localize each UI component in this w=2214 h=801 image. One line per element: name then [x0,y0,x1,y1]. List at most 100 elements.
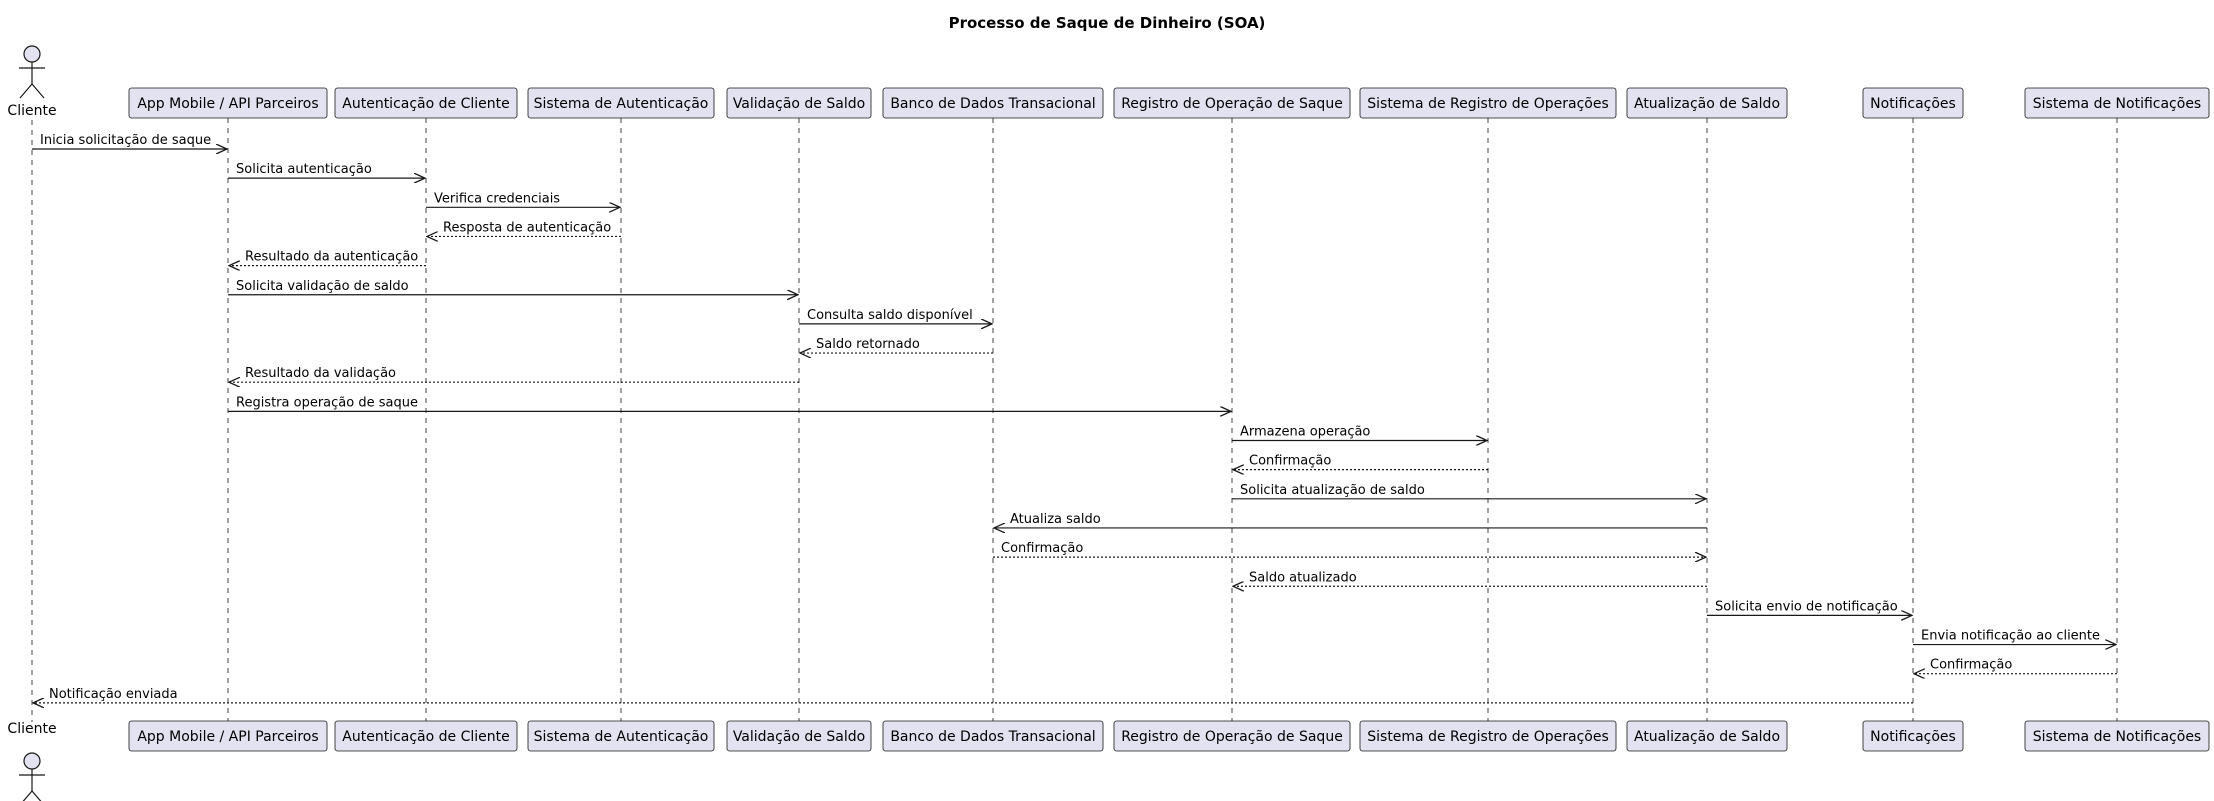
participant-label: Sistema de Autenticação [534,729,709,745]
participant-bd-top: Banco de Dados Transacional [882,87,1104,119]
participant-label: App Mobile / API Parceiros [137,729,318,745]
participant-bd-bottom: Banco de Dados Transacional [882,720,1104,752]
participant-sisaut-top: Sistema de Autenticação [527,87,715,119]
message-12: Confirmação [1233,454,1488,470]
actor-head [23,752,41,770]
message-2: Solicita autenticação [228,162,425,178]
actor-leg-left [19,83,33,99]
participant-autcli-top: Autenticação de Cliente [334,87,518,119]
message-label: Resultado da autenticação [245,250,418,265]
participant-label: Sistema de Registro de Operações [1367,96,1609,112]
actor-leg-right [31,83,45,99]
participant-label: Notificações [1870,729,1956,745]
participant-regop-top: Registro de Operação de Saque [1113,87,1351,119]
message-20: Notificação enviada [33,687,1913,703]
message-7: Consulta saldo disponível [799,308,992,324]
actor-cliente-bottom: Cliente [7,721,57,801]
message-18: Envia notificação ao cliente [1913,629,2116,645]
participant-box [882,87,1104,119]
participant-box [1862,720,1964,752]
participant-box [128,720,328,752]
message-label: Verifica credenciais [434,191,560,206]
participant-regop-bottom: Registro de Operação de Saque [1113,720,1351,752]
participant-app-top: App Mobile / API Parceiros [128,87,328,119]
actor-label: Cliente [7,721,56,737]
diagram-title: Processo de Saque de Dinheiro (SOA) [949,14,1266,32]
message-label: Envia notificação ao cliente [1921,629,2100,644]
participant-box [1626,87,1788,119]
message-1: Inicia solicitação de saque [32,133,227,149]
participant-box [527,87,715,119]
participant-label: Banco de Dados Transacional [890,96,1095,112]
message-3: Verifica credenciais [426,191,620,207]
participant-box [334,87,518,119]
participant-box [128,87,328,119]
participant-label: Validação de Saldo [733,96,865,112]
participant-label: Registro de Operação de Saque [1121,729,1343,745]
message-label: Armazena operação [1240,425,1370,440]
message-label: Confirmação [1001,541,1083,556]
participant-sisaut-bottom: Sistema de Autenticação [527,720,715,752]
participant-valsaldo-bottom: Validação de Saldo [726,720,872,752]
participant-label: Sistema de Notificações [2033,729,2201,745]
participant-sisnotif-top: Sistema de Notificações [2024,87,2210,119]
message-4: Resposta de autenticação [427,220,621,236]
participant-label: Banco de Dados Transacional [890,729,1095,745]
participant-box [726,87,872,119]
message-14: Atualiza saldo [994,512,1707,528]
message-label: Notificação enviada [49,687,178,702]
participant-app-bottom: App Mobile / API Parceiros [128,720,328,752]
message-13: Solicita atualização de saldo [1232,483,1706,499]
participant-sisreg-bottom: Sistema de Registro de Operações [1359,720,1617,752]
participant-label: Sistema de Notificações [2033,96,2201,112]
message-8: Saldo retornado [800,337,993,353]
participant-valsaldo-top: Validação de Saldo [726,87,872,119]
participant-sisnotif-bottom: Sistema de Notificações [2024,720,2210,752]
message-label: Inicia solicitação de saque [40,133,211,148]
message-label: Resultado da validação [245,366,396,381]
participant-label: Registro de Operação de Saque [1121,96,1343,112]
message-label: Registra operação de saque [236,395,418,410]
message-15: Confirmação [993,541,1706,557]
participant-label: Sistema de Autenticação [534,96,709,112]
participant-notif-bottom: Notificações [1862,720,1964,752]
participant-label: Sistema de Registro de Operações [1367,729,1609,745]
actor-leg-right [31,790,42,801]
message-label: Confirmação [1930,658,2012,673]
message-label: Saldo retornado [816,337,920,352]
participant-box [882,720,1104,752]
participant-box [1359,720,1617,752]
participant-atusaldo-top: Atualização de Saldo [1626,87,1788,119]
message-label: Consulta saldo disponível [807,308,973,323]
participant-box [1862,87,1964,119]
participant-box [726,720,872,752]
participant-sisreg-top: Sistema de Registro de Operações [1359,87,1617,119]
participant-box [1359,87,1617,119]
participant-notif-top: Notificações [1862,87,1964,119]
participant-box [334,720,518,752]
participant-label: Atualização de Saldo [1634,96,1780,112]
message-label: Solicita envio de notificação [1715,599,1898,614]
message-9: Resultado da validação [229,366,799,382]
message-19: Confirmação [1914,658,2117,674]
participant-label: App Mobile / API Parceiros [137,96,318,112]
message-5: Resultado da autenticação [229,250,426,266]
participant-box [1113,87,1351,119]
participant-box [1626,720,1788,752]
message-label: Resposta de autenticação [443,220,611,235]
message-16: Saldo atualizado [1233,570,1707,586]
message-label: Confirmação [1249,454,1331,469]
participant-box [527,720,715,752]
participant-label: Atualização de Saldo [1634,729,1780,745]
participant-box [2024,87,2210,119]
participant-label: Notificações [1870,96,1956,112]
message-label: Atualiza saldo [1010,512,1101,527]
participant-autcli-bottom: Autenticação de Cliente [334,720,518,752]
actor-label: Cliente [7,103,56,119]
message-label: Saldo atualizado [1249,570,1357,585]
message-label: Solicita validação de saldo [236,279,409,294]
message-label: Solicita atualização de saldo [1240,483,1425,498]
message-10: Registra operação de saque [228,395,1231,411]
message-11: Armazena operação [1232,425,1487,441]
message-6: Solicita validação de saldo [228,279,798,295]
